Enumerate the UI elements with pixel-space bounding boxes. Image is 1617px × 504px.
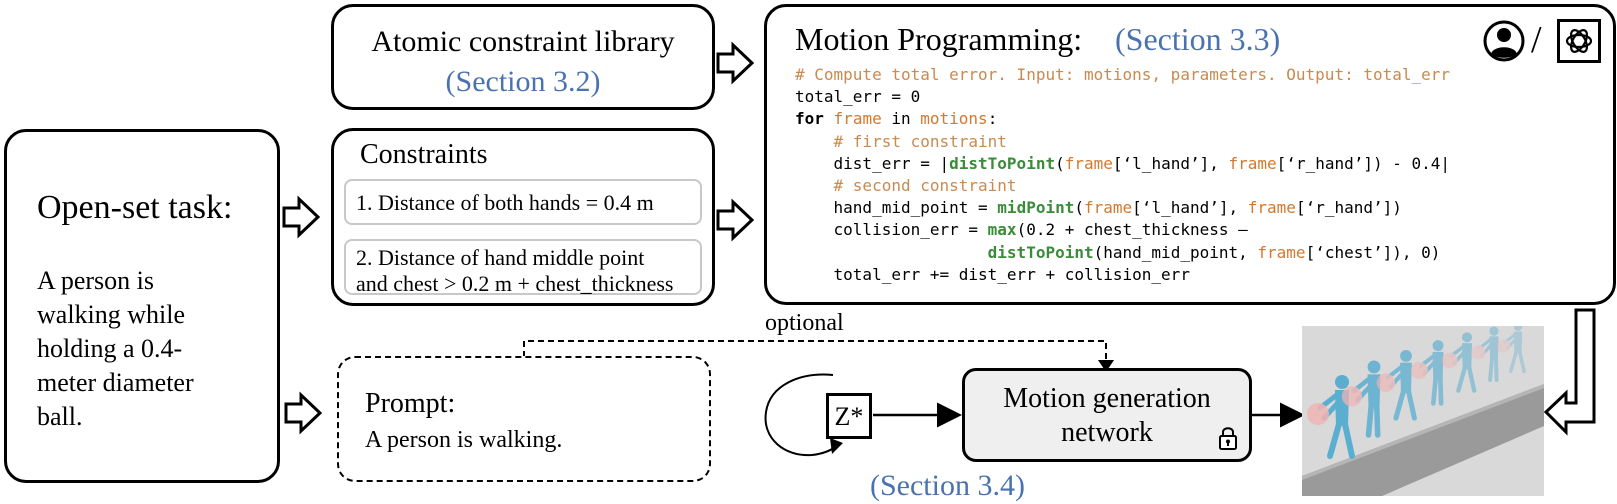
motion-scene-illustration	[1302, 326, 1544, 496]
code-token: midPoint	[997, 198, 1075, 218]
code-token	[795, 243, 988, 262]
code-token	[824, 109, 834, 128]
constraints-box: Constraints 1. Distance of both hands = …	[331, 128, 715, 306]
code-token: frame	[1257, 242, 1306, 262]
code-token: collision_err =	[795, 220, 988, 240]
code-line: total_err = 0	[795, 86, 1595, 108]
code-token: total_err = 0	[795, 87, 921, 107]
prompt-box: Prompt: A person is walking.	[337, 356, 711, 482]
latent-label: Z*	[834, 402, 864, 431]
constraint-item-2-line2: and chest > 0.2 m + chest_thickness	[356, 271, 674, 296]
openai-logo-icon	[1557, 19, 1601, 63]
task-line: walking while	[37, 300, 186, 329]
constraint-library-box: Atomic constraint library (Section 3.2)	[331, 4, 715, 110]
code-token: frame	[1064, 153, 1113, 173]
arrow-programming-to-scene	[1543, 308, 1596, 436]
arrow-task-to-constraints	[282, 195, 321, 239]
code-token: frame	[1084, 198, 1133, 218]
code-token: # second constraint	[795, 175, 1017, 195]
walking-figure	[1410, 340, 1444, 406]
person-icon	[1483, 20, 1525, 62]
library-section-link[interactable]: (Section 3.2)	[445, 65, 601, 98]
code-token: :	[987, 109, 998, 129]
code-token: frame	[1247, 198, 1296, 218]
code-token: [‘r_hand’])	[1295, 198, 1402, 218]
arrow-task-to-prompt	[284, 391, 323, 435]
task-line: holding a 0.4-	[37, 334, 183, 363]
code-token: motions	[920, 109, 988, 129]
icon-separator: /	[1531, 19, 1542, 61]
code-line: # Compute total error. Input: motions, p…	[795, 64, 1595, 86]
code-token: frame	[833, 109, 882, 129]
arrow-library-to-programming	[716, 41, 755, 85]
code-line: hand_mid_point = midPoint(frame[‘l_hand’…	[795, 197, 1595, 219]
network-line-2: network	[1061, 417, 1153, 448]
code-token: [‘l_hand’],	[1112, 153, 1229, 173]
lock-icon	[1219, 427, 1237, 450]
code-token: frame	[1228, 153, 1277, 173]
code-token: (0.2 + chest_thickness –	[1016, 220, 1248, 240]
code-token: # first constraint	[795, 131, 1007, 151]
programming-title: Motion Programming:	[795, 21, 1083, 57]
task-title: Open-set task:	[37, 189, 233, 226]
arrow-constraints-to-programming	[716, 198, 755, 242]
code-token: hand_mid_point =	[795, 198, 998, 218]
code-token: [‘l_hand’],	[1132, 198, 1248, 218]
code-token: [‘chest’]), 0)	[1305, 242, 1441, 262]
motion-programming-box: Motion Programming: (Section 3.3) /	[764, 4, 1616, 305]
motion-generation-network-box: Motion generation network	[962, 368, 1252, 462]
constraint-item-1-text: 1. Distance of both hands = 0.4 m	[356, 190, 654, 215]
walking-figure	[1441, 332, 1477, 393]
code-line: collision_err = max(0.2 + chest_thicknes…	[795, 219, 1595, 241]
constraint-item: 2. Distance of hand middle point and che…	[344, 239, 702, 296]
code-line: total_err += dist_err + collision_err	[795, 264, 1595, 286]
walking-figure	[1470, 326, 1499, 382]
prompt-text: A person is walking.	[365, 427, 563, 453]
motion-result-image	[1302, 326, 1544, 496]
open-set-task-box: Open-set task: A person is walking while…	[4, 129, 280, 483]
code-token: for	[795, 109, 824, 129]
code-token: max	[987, 220, 1017, 240]
task-line: A person is	[37, 266, 154, 295]
task-line: meter diameter	[37, 368, 194, 397]
code-token: dist_err = |	[795, 153, 950, 173]
constraint-item: 1. Distance of both hands = 0.4 m	[344, 179, 702, 225]
latent-box: Z*	[826, 393, 872, 439]
generation-section-link[interactable]: (Section 3.4)	[870, 469, 1025, 502]
code-line: # first constraint	[795, 131, 1595, 153]
prompt-title: Prompt:	[365, 388, 456, 419]
task-line: ball.	[37, 402, 83, 431]
library-title: Atomic constraint library	[371, 25, 675, 58]
code-token: [‘r_hand’]) - 0.4|	[1276, 153, 1451, 173]
code-token: (	[1055, 153, 1065, 173]
task-description: A person is walking while holding a 0.4-…	[37, 264, 194, 434]
cycle-arrow-icon	[764, 373, 843, 457]
network-line-1: Motion generation	[1003, 383, 1211, 414]
code-line: dist_err = |distToPoint(frame[‘l_hand’],…	[795, 153, 1595, 175]
walking-figure	[1376, 350, 1417, 421]
code-token: in	[881, 109, 921, 129]
code-token: distToPoint	[987, 242, 1094, 262]
code-block: # Compute total error. Input: motions, p…	[795, 64, 1595, 286]
code-token: distToPoint	[949, 153, 1056, 173]
code-line: for frame in motions:	[795, 108, 1595, 130]
code-token: (hand_mid_point,	[1093, 242, 1258, 262]
programming-section-link[interactable]: (Section 3.3)	[1115, 21, 1281, 57]
walking-figure	[1497, 326, 1526, 374]
optional-label: optional	[765, 310, 844, 336]
code-token: # Compute total error. Input: motions, p…	[795, 65, 1451, 84]
code-line: # second constraint	[795, 175, 1595, 197]
code-token: (	[1074, 198, 1084, 218]
code-token: total_err += dist_err + collision_err	[795, 264, 1190, 284]
constraint-item-2-line1: 2. Distance of hand middle point	[356, 245, 645, 270]
constraints-title: Constraints	[360, 139, 488, 170]
code-line: distToPoint(hand_mid_point, frame[‘chest…	[795, 242, 1595, 264]
